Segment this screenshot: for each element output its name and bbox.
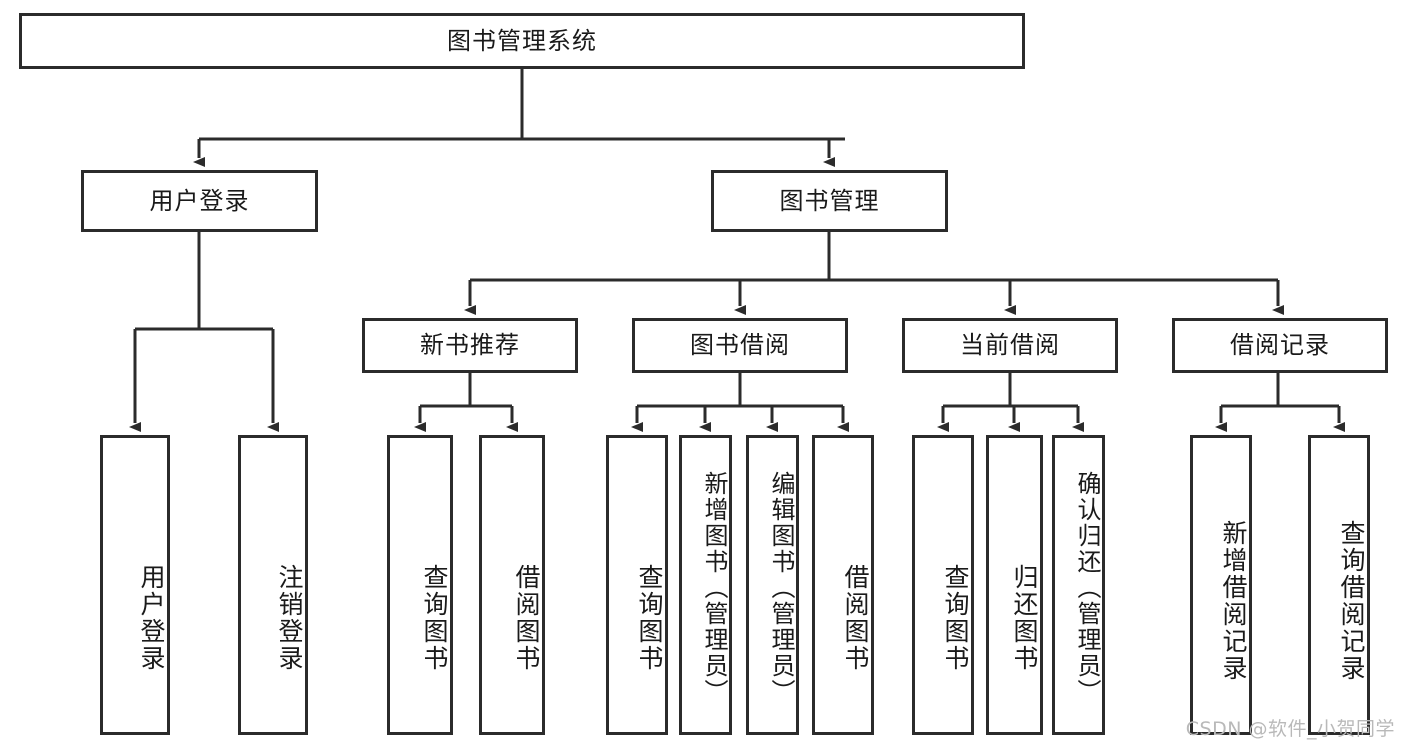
node-leaf-add-book-admin[interactable]: 新增图书（管理员） [679, 435, 732, 735]
node-leaf-query-book-borrow[interactable]: 查询图书 [606, 435, 668, 735]
node-current-borrow[interactable]: 当前借阅 [902, 318, 1118, 373]
node-leaf-add-borrow-record[interactable]: 新增借阅记录 [1190, 435, 1252, 735]
node-user-login[interactable]: 用户登录 [81, 170, 318, 232]
node-leaf-query-book-current[interactable]: 查询图书 [912, 435, 974, 735]
root-to-level2-connector [193, 69, 845, 167]
node-leaf-confirm-return-admin[interactable]: 确认归还（管理员） [1052, 435, 1105, 735]
node-leaf-edit-book-admin[interactable]: 编辑图书（管理员） [746, 435, 799, 735]
node-borrow-record[interactable]: 借阅记录 [1172, 318, 1388, 373]
book-borrow-to-leaves-connector [631, 373, 849, 432]
node-new-book-recommend[interactable]: 新书推荐 [362, 318, 578, 373]
current-borrow-to-leaves-connector [937, 373, 1084, 432]
node-leaf-query-book-recommend[interactable]: 查询图书 [387, 435, 453, 735]
borrow-record-to-leaves-connector [1215, 373, 1345, 432]
node-leaf-user-logout[interactable]: 注销登录 [238, 435, 308, 735]
node-book-borrow[interactable]: 图书借阅 [632, 318, 848, 373]
node-leaf-user-login[interactable]: 用户登录 [100, 435, 170, 735]
node-leaf-borrow-book-borrow[interactable]: 借阅图书 [812, 435, 874, 735]
node-leaf-return-book[interactable]: 归还图书 [986, 435, 1043, 735]
watermark-text: CSDN @软件_小贺同学 [1185, 718, 1395, 740]
node-leaf-query-borrow-record[interactable]: 查询借阅记录 [1308, 435, 1370, 735]
book-manage-to-level3-connector [464, 232, 1284, 315]
node-book-manage[interactable]: 图书管理 [711, 170, 948, 232]
node-root[interactable]: 图书管理系统 [19, 13, 1025, 69]
user-login-to-leaves-connector [129, 232, 279, 432]
node-leaf-borrow-book-recommend[interactable]: 借阅图书 [479, 435, 545, 735]
new-book-recommend-to-leaves-connector [414, 373, 518, 432]
